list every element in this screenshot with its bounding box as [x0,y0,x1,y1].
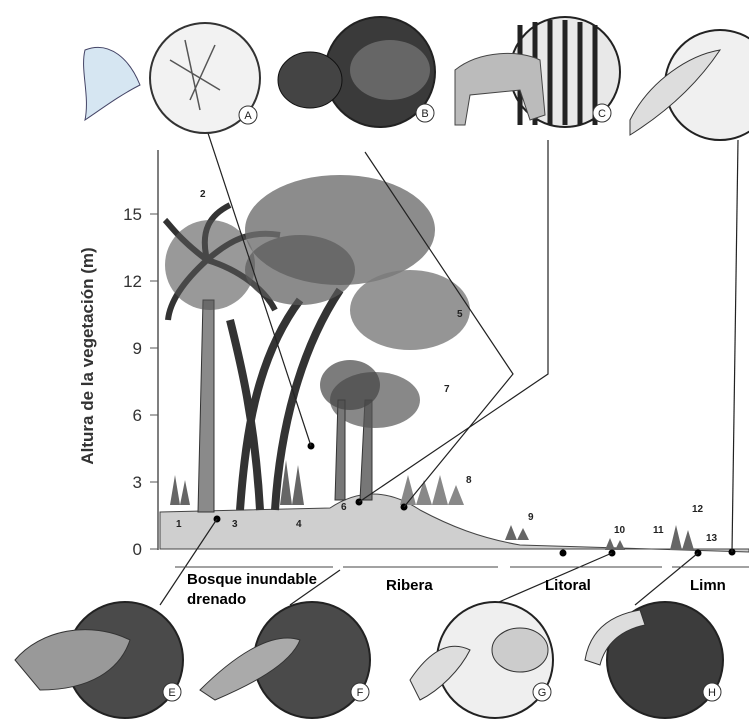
y-tick-label: 3 [133,473,142,492]
butterfly-icon [84,47,140,120]
y-tick-label: 9 [133,339,142,358]
zone-label-limnetica: Limn [690,577,726,594]
vegetation-number: 13 [706,533,718,544]
y-axis-label: Altura de la vegetación (m) [78,247,97,464]
beetle-icon [278,52,342,108]
vegetation-number: 8 [466,475,472,486]
zone-label-ribera: Ribera [386,577,433,594]
organism-label: F [357,687,364,699]
organism-panel-c: C [455,17,620,127]
organism-label: G [538,687,547,699]
organism-panel-g: G [410,602,553,718]
vegetation-number: 9 [528,512,534,523]
zone-label-drenado: drenado [187,591,246,608]
organism-panel-h: H [585,602,723,718]
organism-label: H [708,687,716,699]
organism-panel-a: A [84,23,260,133]
riparian-palm-illustration [320,360,420,500]
organism-panel-d [630,30,749,140]
vegetation-number: 1 [176,519,182,530]
vegetation-number: 5 [457,309,463,320]
vegetation-number: 10 [614,525,626,536]
vegetation-number: 2 [200,189,206,200]
vegetation-number: 6 [341,502,347,513]
y-tick-label: 0 [133,540,142,559]
vegetation-number: 11 [653,525,664,536]
vegetation-number: 3 [232,519,238,530]
organism-label: B [421,108,428,120]
vegetation-number: 12 [692,504,704,515]
organism-label: C [598,108,606,120]
organism-panel-f: F [200,602,370,718]
zone-label-litoral: Litoral [545,577,591,594]
organism-panel-b: B [278,17,435,127]
organism-panel-e: E [15,602,183,718]
y-tick-label: 15 [123,205,142,224]
deciduous-tree-illustration [230,175,470,510]
y-axis: 0 3 6 9 12 15 Altura de la vegetación (m… [78,150,158,559]
fox-icon [455,53,545,125]
zone-label-bosque: Bosque inundable [187,571,317,588]
vegetation-number: 7 [444,384,450,395]
vegetation-number: 4 [296,519,302,530]
y-tick-label: 6 [133,406,142,425]
organism-label: A [244,110,252,122]
y-tick-label: 12 [123,272,142,291]
organism-label: E [168,687,175,699]
